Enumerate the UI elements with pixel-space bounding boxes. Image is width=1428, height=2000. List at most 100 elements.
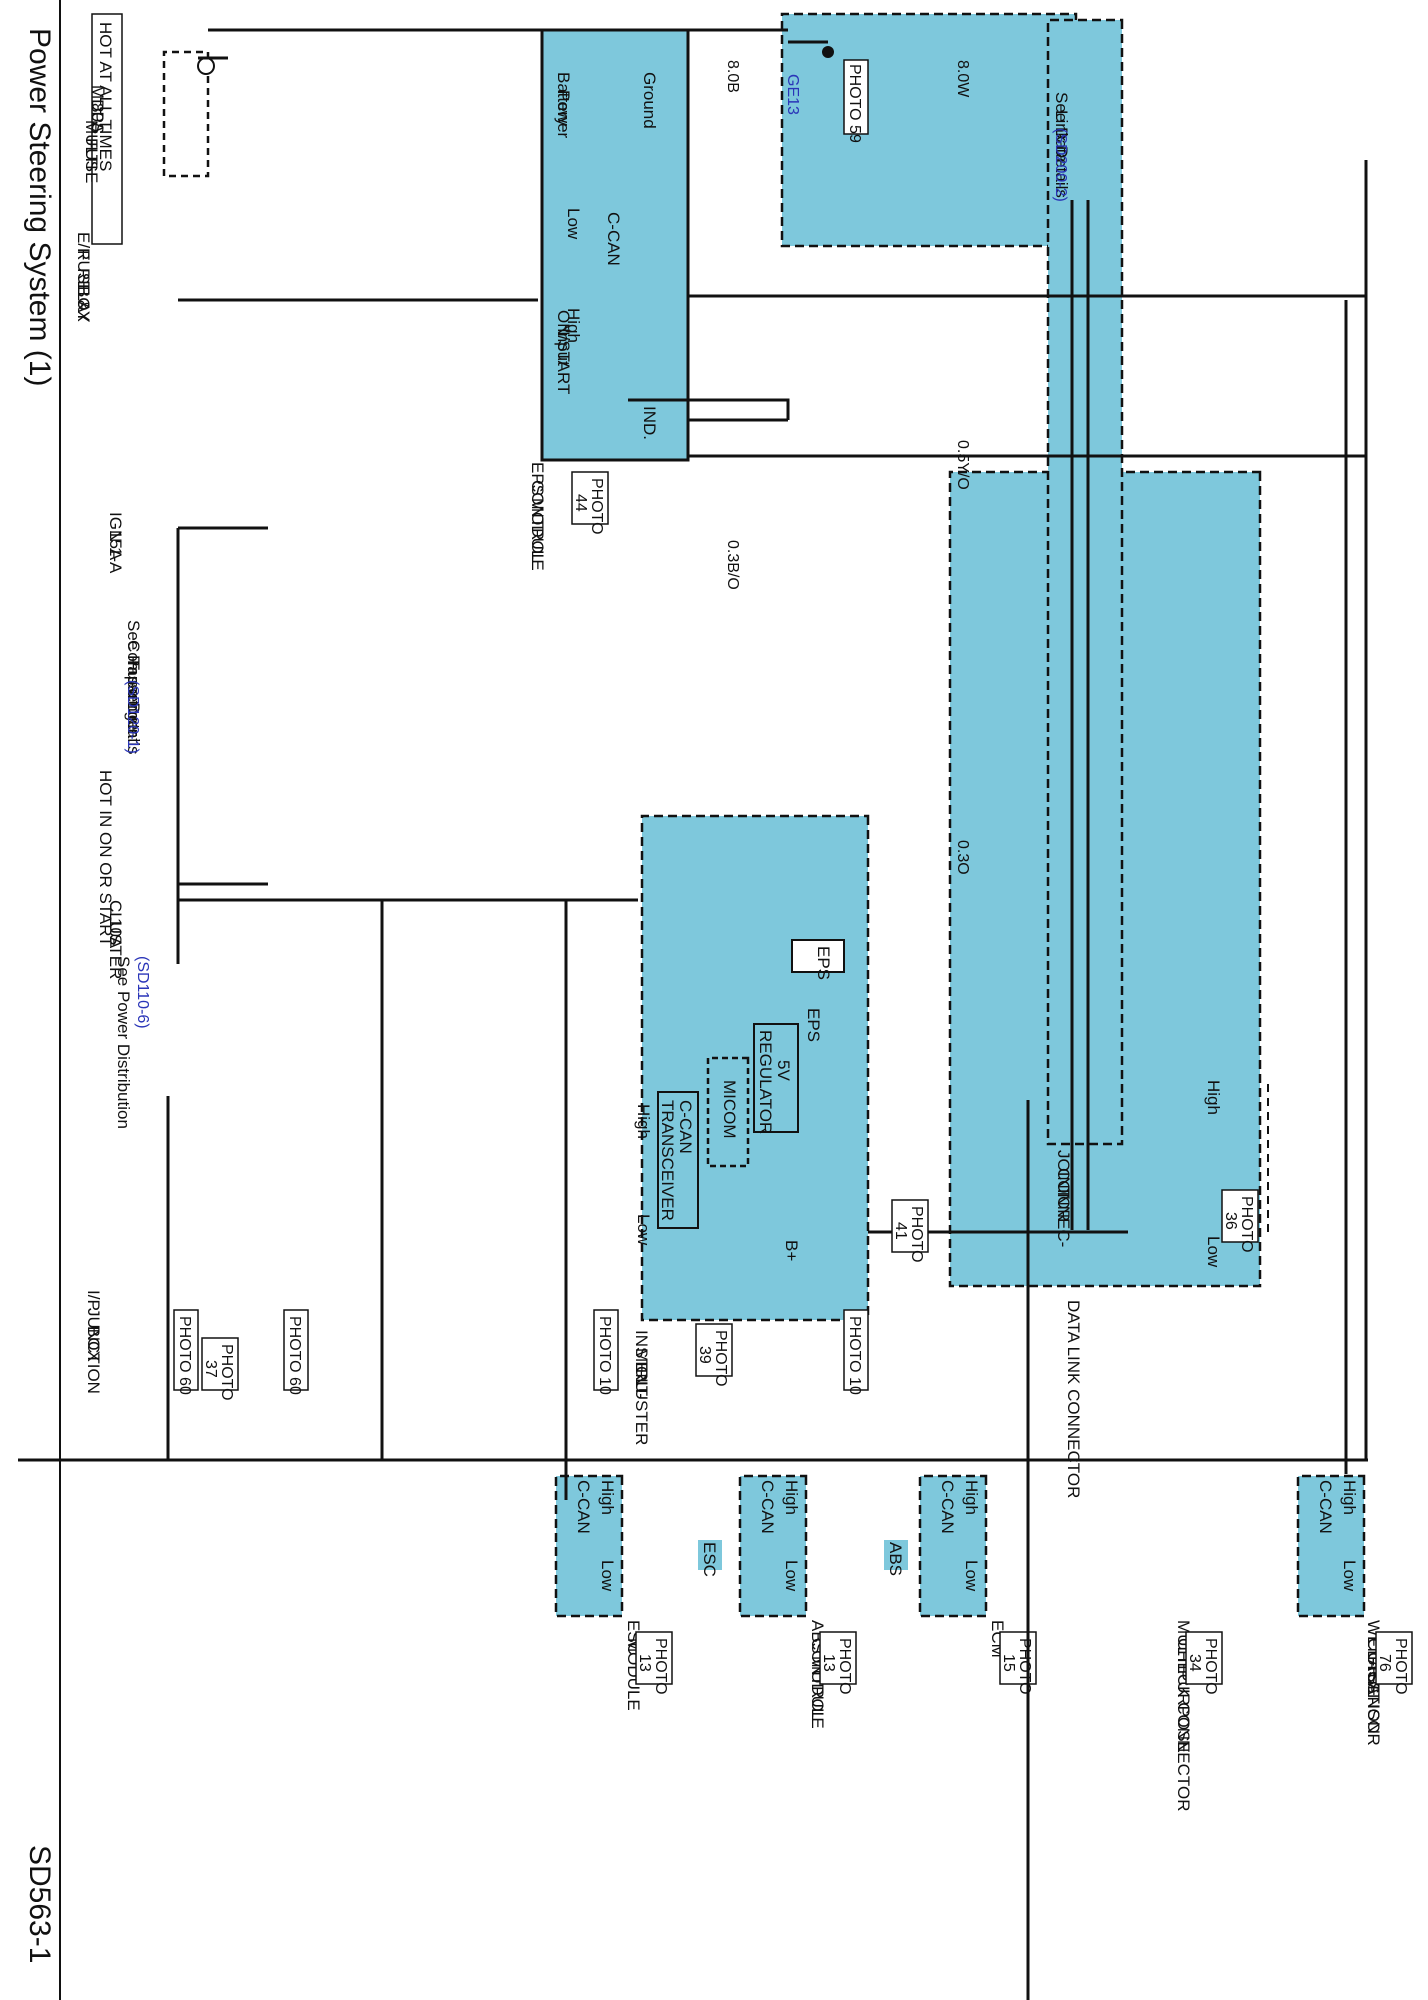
ind-pin-label: IND. — [640, 406, 659, 440]
abs-photo-tag — [819, 1631, 857, 1685]
svg-text:REGULATOR: REGULATOR — [756, 1030, 775, 1134]
svg-text:80A: 80A — [88, 103, 107, 134]
cluster-label: INSTRU- — [632, 1330, 651, 1399]
ground-pin-label: Ground — [640, 72, 659, 129]
svg-text:RELAY: RELAY — [74, 268, 93, 323]
svg-text:High: High — [564, 308, 583, 343]
svg-text:13: 13 — [636, 1654, 653, 1672]
svg-text:PHOTO 59: PHOTO 59 — [846, 64, 863, 143]
svg-text:MICOM: MICOM — [720, 1080, 739, 1139]
wire-label-8-0w: 8.0W — [954, 60, 971, 98]
mpc-photo-tag — [1185, 1631, 1223, 1685]
ec11-photo-tag-top — [593, 1309, 619, 1391]
multi-fuse-label: MULTI — [82, 120, 101, 170]
battery-power-label: Battery — [554, 72, 573, 126]
svg-text:PHOTO: PHOTO — [652, 1638, 669, 1695]
svg-text:C-CAN: C-CAN — [938, 1480, 957, 1534]
fc11-photo-tag-bottom — [173, 1309, 199, 1391]
weight-classification-sensor: High C-CAN Low WEIGHT CLASSI- FICATION S… — [1296, 1474, 1383, 1746]
can-high-right-trunk — [166, 1096, 1368, 1462]
svg-text:High: High — [598, 1480, 617, 1515]
svg-text:Fuse Details: Fuse Details — [124, 660, 143, 754]
wire-label-0-3o: 0.3O — [954, 840, 971, 875]
svg-text:Low: Low — [1204, 1236, 1223, 1268]
svg-text:CLUSTER: CLUSTER — [632, 1366, 651, 1445]
ground-code: GE13 — [784, 74, 801, 115]
esc-module: High C-CAN Low ESC MODULE — [554, 1474, 643, 1711]
page-code: SD563-1 — [23, 1845, 56, 1963]
wire-0-3bo-b — [628, 398, 790, 420]
svg-text:PHOTO 10: PHOTO 10 — [596, 1316, 613, 1395]
ecm-module: High C-CAN Low ECM — [918, 1474, 1007, 1658]
svg-text:36: 36 — [1222, 1212, 1239, 1230]
svg-text:High: High — [782, 1480, 801, 1515]
svg-text:PHOTO: PHOTO — [1202, 1638, 1219, 1695]
abs-module: High C-CAN Low ABS CONTROL MODULE — [738, 1474, 827, 1729]
svg-text:10A: 10A — [106, 918, 125, 949]
svg-text:Low: Low — [782, 1560, 801, 1592]
svg-text:(SD200-2): (SD200-2) — [1052, 128, 1069, 202]
svg-text:34: 34 — [1186, 1654, 1203, 1672]
svg-text:High: High — [962, 1480, 981, 1515]
page-title: Power Steering System (1) — [23, 28, 56, 386]
svg-text:76: 76 — [1376, 1654, 1393, 1672]
on-start-input-label: ON/START — [554, 310, 573, 394]
svg-text:HOT IN ON OR START: HOT IN ON OR START — [96, 770, 115, 947]
see-power-distribution-ref: See Power Distribution — [114, 956, 133, 1129]
svg-text:C-CAN: C-CAN — [574, 1480, 593, 1534]
eps-photo-tag — [571, 471, 609, 525]
svg-text:Power: Power — [554, 90, 573, 139]
ground-symbol — [788, 40, 834, 58]
abs-tag — [884, 1540, 908, 1570]
see-passenger-fuse-ref: See Passenger — [124, 620, 143, 737]
wire-label-8-0b: 8.0B — [724, 60, 741, 93]
svg-text:15: 15 — [1000, 1654, 1017, 1672]
svg-text:CONNEC-: CONNEC- — [1054, 1168, 1073, 1247]
svg-text:C-CAN: C-CAN — [758, 1480, 777, 1534]
ip-box-photo-tag — [201, 1337, 239, 1391]
jm02-photo-tag — [891, 1199, 929, 1253]
battery-terminal — [197, 57, 215, 75]
data-link-connector-label: DATA LINK CONNECTOR — [1064, 1300, 1083, 1498]
svg-text:Low: Low — [1340, 1560, 1359, 1592]
svg-text:Low: Low — [564, 208, 583, 240]
svg-text:TRANSCEIVER: TRANSCEIVER — [658, 1100, 677, 1221]
svg-text:HOT AT ALL TIMES: HOT AT ALL TIMES — [96, 22, 115, 171]
svg-text:Low: Low — [634, 1214, 653, 1246]
ccan-transceiver-block — [657, 1091, 699, 1229]
svg-text:ESC: ESC — [700, 1542, 719, 1577]
fc11-photo-tag-top — [283, 1309, 309, 1391]
see-data-link-ref: See Data — [1052, 92, 1071, 163]
cluster-fuse-label: CLUSTER — [106, 900, 125, 979]
cluster-photo-tag — [695, 1323, 733, 1377]
svg-text:PHOTO 60: PHOTO 60 — [176, 1316, 193, 1395]
svg-text:44: 44 — [572, 494, 589, 512]
svg-text:PHOTO: PHOTO — [588, 478, 605, 535]
svg-text:High: High — [634, 1104, 653, 1139]
wire-label-0-3bo: 0.3B/O — [724, 540, 741, 590]
svg-text:MENT: MENT — [632, 1348, 651, 1396]
hot-at-all-times-label: HOT AT ALL TIMES — [91, 13, 123, 245]
svg-text:Link Details: Link Details — [1052, 110, 1071, 198]
svg-text:PHOTO: PHOTO — [1016, 1638, 1033, 1695]
svg-text:PHOTO: PHOTO — [1238, 1196, 1255, 1253]
svg-text:High: High — [1340, 1480, 1359, 1515]
eps-ccan-label: C-CAN — [604, 212, 623, 266]
wcs-photo-tag — [1375, 1631, 1413, 1685]
svg-text:TOR: TOR — [1054, 1186, 1073, 1222]
joint-connector-label: JOINT — [1054, 1150, 1073, 1199]
er-box-label: E/R — [74, 232, 93, 260]
svg-text:PHOTO: PHOTO — [218, 1344, 235, 1401]
svg-text:41: 41 — [892, 1222, 909, 1240]
ip-junction-box-label: I/P — [84, 1290, 103, 1311]
micom-block — [706, 1056, 750, 1168]
svg-text:C-CAN: C-CAN — [676, 1100, 695, 1154]
ec11-photo-tag-bottom — [843, 1309, 869, 1391]
svg-text:SENSOR: SENSOR — [1364, 1674, 1383, 1746]
wire-label-0-5yo: 0.5Y/O — [954, 440, 971, 490]
svg-text:PHOTO: PHOTO — [908, 1206, 925, 1263]
ign1a-fuse-label: IGN 1-A — [106, 512, 125, 574]
svg-text:FUSE: FUSE — [82, 138, 101, 183]
